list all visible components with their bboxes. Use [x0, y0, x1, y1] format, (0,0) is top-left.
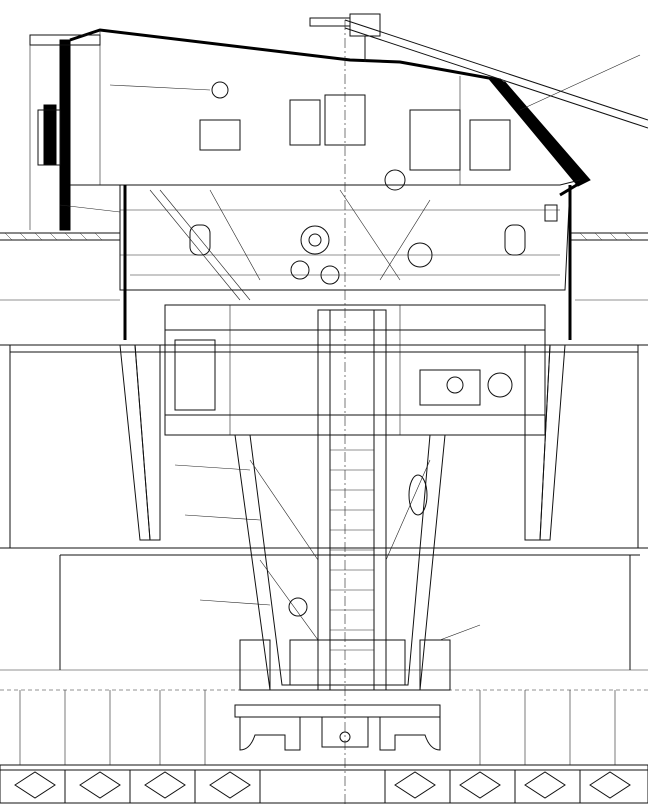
- foundation: [0, 690, 648, 804]
- gun-barrel: [344, 19, 648, 121]
- floor-frames: [14, 771, 631, 799]
- left-armor-outer: [43, 104, 57, 166]
- ammunition-hoist-trunk: [234, 20, 451, 806]
- hoist-rungs: [330, 449, 374, 671]
- barbette: [0, 185, 648, 691]
- double-bottom: [0, 764, 648, 804]
- gunhouse: [29, 13, 648, 301]
- front-armor: [488, 79, 591, 187]
- left-armor-plate: [59, 39, 71, 231]
- leader-lines: [59, 84, 481, 641]
